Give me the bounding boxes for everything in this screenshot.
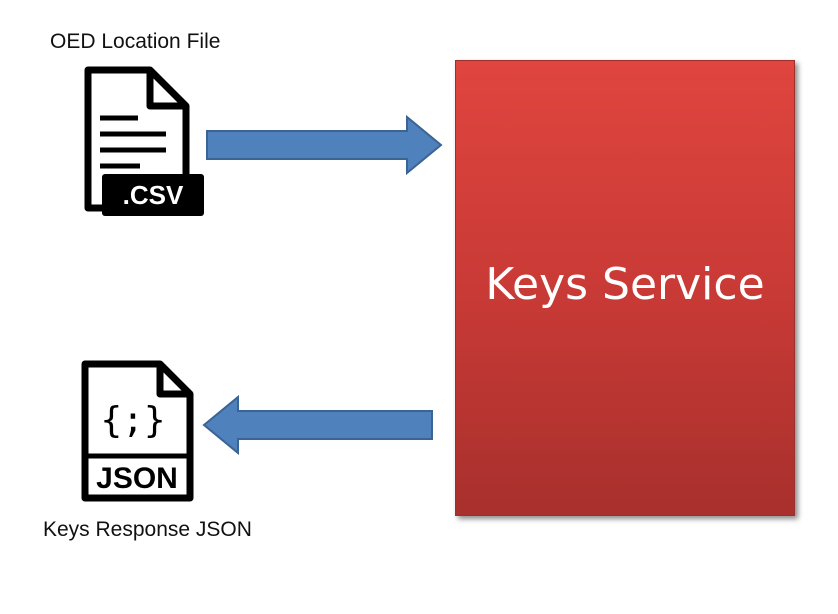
output-file-label: Keys Response JSON xyxy=(43,518,252,541)
csv-badge xyxy=(102,174,204,216)
input-file-label: OED Location File xyxy=(50,30,221,53)
json-file-icon: {;} JSON xyxy=(80,360,196,502)
arrow-right-shape xyxy=(206,114,443,176)
csv-file-icon: .CSV xyxy=(80,66,206,218)
keys-service-box: Keys Service xyxy=(455,60,795,516)
csv-badge-text: .CSV xyxy=(123,180,184,210)
arrow-left-shape xyxy=(202,394,433,456)
arrow-left-icon xyxy=(202,394,433,456)
file-corner-fold xyxy=(146,70,186,110)
json-braces-glyph: {;} xyxy=(100,400,165,441)
keys-service-label: Keys Service xyxy=(485,258,765,310)
csv-file-svg: .CSV xyxy=(84,66,204,216)
json-file-svg: {;} JSON xyxy=(81,360,194,502)
file-corner-fold xyxy=(156,364,190,398)
request-arrow-right xyxy=(205,114,445,176)
json-badge-text: JSON xyxy=(96,462,178,495)
response-arrow-left xyxy=(200,394,436,456)
arrow-right-icon xyxy=(206,114,443,176)
